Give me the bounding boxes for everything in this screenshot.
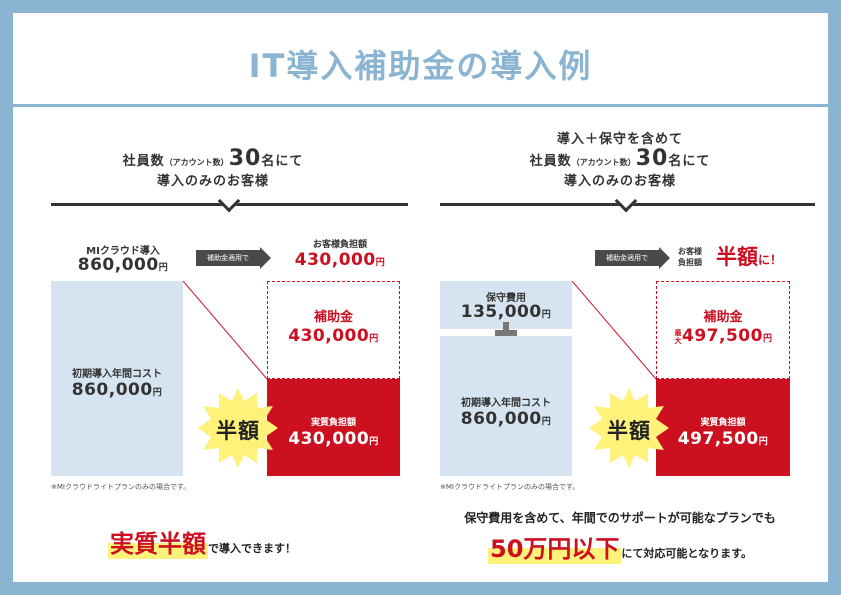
left-header-line1: 社員数（アカウント数）30名にて <box>122 146 304 171</box>
left-cost-box: 初期導入年間コスト 860,000円 <box>51 281 183 476</box>
right-header-line2: 社員数（アカウント数）30名にて <box>529 146 711 171</box>
left-header: 社員数（アカウント数）30名にて 導入のみのお客様 <box>13 146 413 191</box>
right-after-half: 半額に！ <box>716 245 783 269</box>
left-diagonal-line <box>183 281 267 380</box>
right-actual-label: 実質負担額 <box>700 418 746 428</box>
left-actual-amount: 430,000円 <box>288 429 379 449</box>
right-subsidy-arrow: 補助金適用で <box>595 247 671 269</box>
plus-icon <box>495 322 517 344</box>
infographic-card: IT導入補助金の導入例 社員数（アカウント数）30名にて 導入のみのお客様 MI… <box>13 13 828 582</box>
left-before-label: MIクラウド導入 <box>86 246 160 257</box>
right-subsidy-amount: 最大497,500円 <box>674 326 772 346</box>
left-subsidy-box: 補助金 430,000円 <box>267 281 400 379</box>
title-divider <box>13 104 828 107</box>
right-cost-label: 初期導入年間コスト <box>461 398 551 409</box>
left-cost-label: 初期導入年間コスト <box>72 369 162 380</box>
right-actual-box: 実質負担額 497,500円 <box>656 379 790 476</box>
burst-star-icon <box>589 388 669 468</box>
right-panel: 導入＋保守を含めて 社員数（アカウント数）30名にて 導入のみのお客様 補助金適… <box>420 107 820 582</box>
right-actual-amount: 497,500円 <box>677 429 769 449</box>
left-header-line2: 導入のみのお客様 <box>156 174 269 189</box>
right-header-line3: 導入のみのお客様 <box>563 174 676 189</box>
page-title: IT導入補助金の導入例 <box>248 47 593 85</box>
left-after-label: お客様負担額 <box>312 240 367 250</box>
title-area: IT導入補助金の導入例 <box>13 13 828 104</box>
right-footer-line2: 50万円以下にて対応可能となります。 <box>420 529 820 564</box>
right-header: 導入＋保守を含めて 社員数（アカウント数）30名にて 導入のみのお客様 <box>420 130 820 191</box>
right-maintenance-box: 保守費用 135,000円 <box>440 281 572 329</box>
right-diagonal-line <box>572 281 656 380</box>
right-footer-highlight: 50万円以下 <box>488 529 622 564</box>
left-note: ※MIクラウドライトプランのみの場合です。 <box>51 483 191 491</box>
left-footer-highlight: 実質半額 <box>108 524 208 559</box>
left-subsidy-arrow: 補助金適用で <box>196 247 272 269</box>
left-panel: 社員数（アカウント数）30名にて 導入のみのお客様 MIクラウド導入 860,0… <box>13 107 413 582</box>
right-subsidy-label: 補助金 <box>703 310 743 325</box>
left-subsidy-label: 補助金 <box>313 310 353 325</box>
right-header-line1: 導入＋保守を含めて <box>556 132 683 147</box>
right-rule-notch <box>614 189 638 213</box>
right-note: ※MIクラウドライトプランのみの場合です。 <box>440 483 580 491</box>
left-actual-box: 実質負担額 430,000円 <box>267 379 400 476</box>
left-footer: 実質半額で導入できます！ <box>108 524 296 559</box>
left-actual-label: 実質負担額 <box>310 418 356 428</box>
left-cost-amount: 860,000円 <box>71 380 163 400</box>
burst-star-icon <box>198 388 278 468</box>
left-rule-notch <box>217 189 241 213</box>
left-half-price-burst: 半額 <box>198 388 278 468</box>
right-maint-amount: 135,000円 <box>460 302 552 322</box>
right-cost-box: 初期導入年間コスト 860,000円 <box>440 336 572 476</box>
right-maint-label: 保守費用 <box>486 293 526 304</box>
right-half-price-burst: 半額 <box>589 388 669 468</box>
right-after-label: お客様 負担額 <box>678 247 702 267</box>
left-after-amount: 430,000円 <box>294 250 386 270</box>
right-cost-amount: 860,000円 <box>460 409 552 429</box>
right-footer-line1: 保守費用を含めて、年間でのサポートが可能なプランでも <box>464 511 776 525</box>
left-subsidy-amount: 430,000円 <box>288 326 379 346</box>
right-subsidy-box: 補助金 最大497,500円 <box>656 281 790 379</box>
left-before-amount: 860,000円 <box>77 255 169 275</box>
